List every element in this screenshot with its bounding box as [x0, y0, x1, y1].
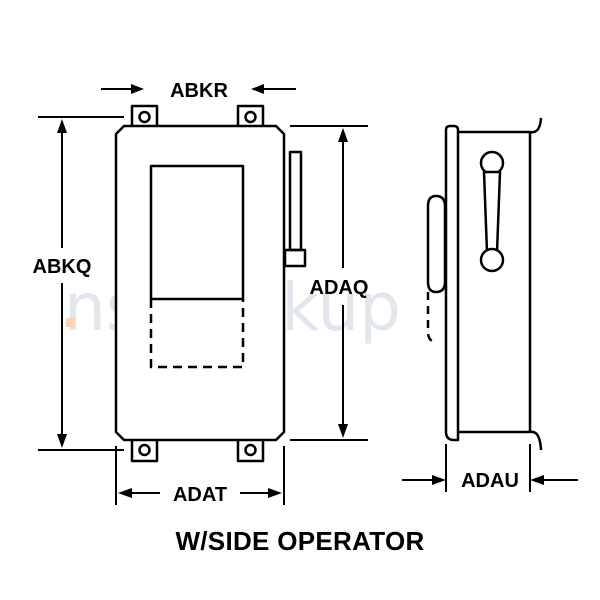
mount-hole-bottom-right: [244, 443, 257, 457]
mount-tab-bottom-right: [236, 437, 265, 463]
side-view: [426, 117, 543, 451]
dim-label-abkq: ABKQ: [33, 256, 92, 278]
side-bottom-flange: [529, 430, 543, 451]
side-handle-base: [283, 248, 307, 268]
dim-label-adat: ADAT: [173, 484, 227, 506]
side-handle-dashed: [426, 292, 438, 344]
watermark-dot: [66, 318, 75, 327]
lever-knob: [479, 247, 505, 273]
mount-tab-top-right: [236, 104, 265, 130]
side-handle-shaft: [288, 150, 303, 252]
enclosure-body: [114, 124, 286, 442]
side-top-flange: [529, 117, 543, 134]
mount-hole-top-left: [138, 110, 151, 124]
mount-tab-top-left: [130, 104, 159, 130]
side-front-lip: [444, 124, 460, 442]
diagram-caption: W/SIDE OPERATOR: [175, 526, 425, 556]
dimension-lines: [38, 84, 578, 505]
dim-label-adaq: ADAQ: [310, 277, 369, 299]
dim-label-adau: ADAU: [461, 470, 519, 492]
front-view: [114, 104, 307, 463]
mount-hole-top-right: [244, 110, 257, 124]
side-handle-profile: [426, 194, 447, 294]
window-dashed-extension: [149, 299, 245, 369]
dim-label-abkr: ABKR: [170, 80, 228, 102]
lever-arm: [482, 170, 502, 254]
lever-pivot: [479, 150, 505, 176]
mount-tab-bottom-left: [130, 437, 159, 463]
enclosure-window: [149, 164, 245, 301]
mount-hole-bottom-left: [138, 443, 151, 457]
